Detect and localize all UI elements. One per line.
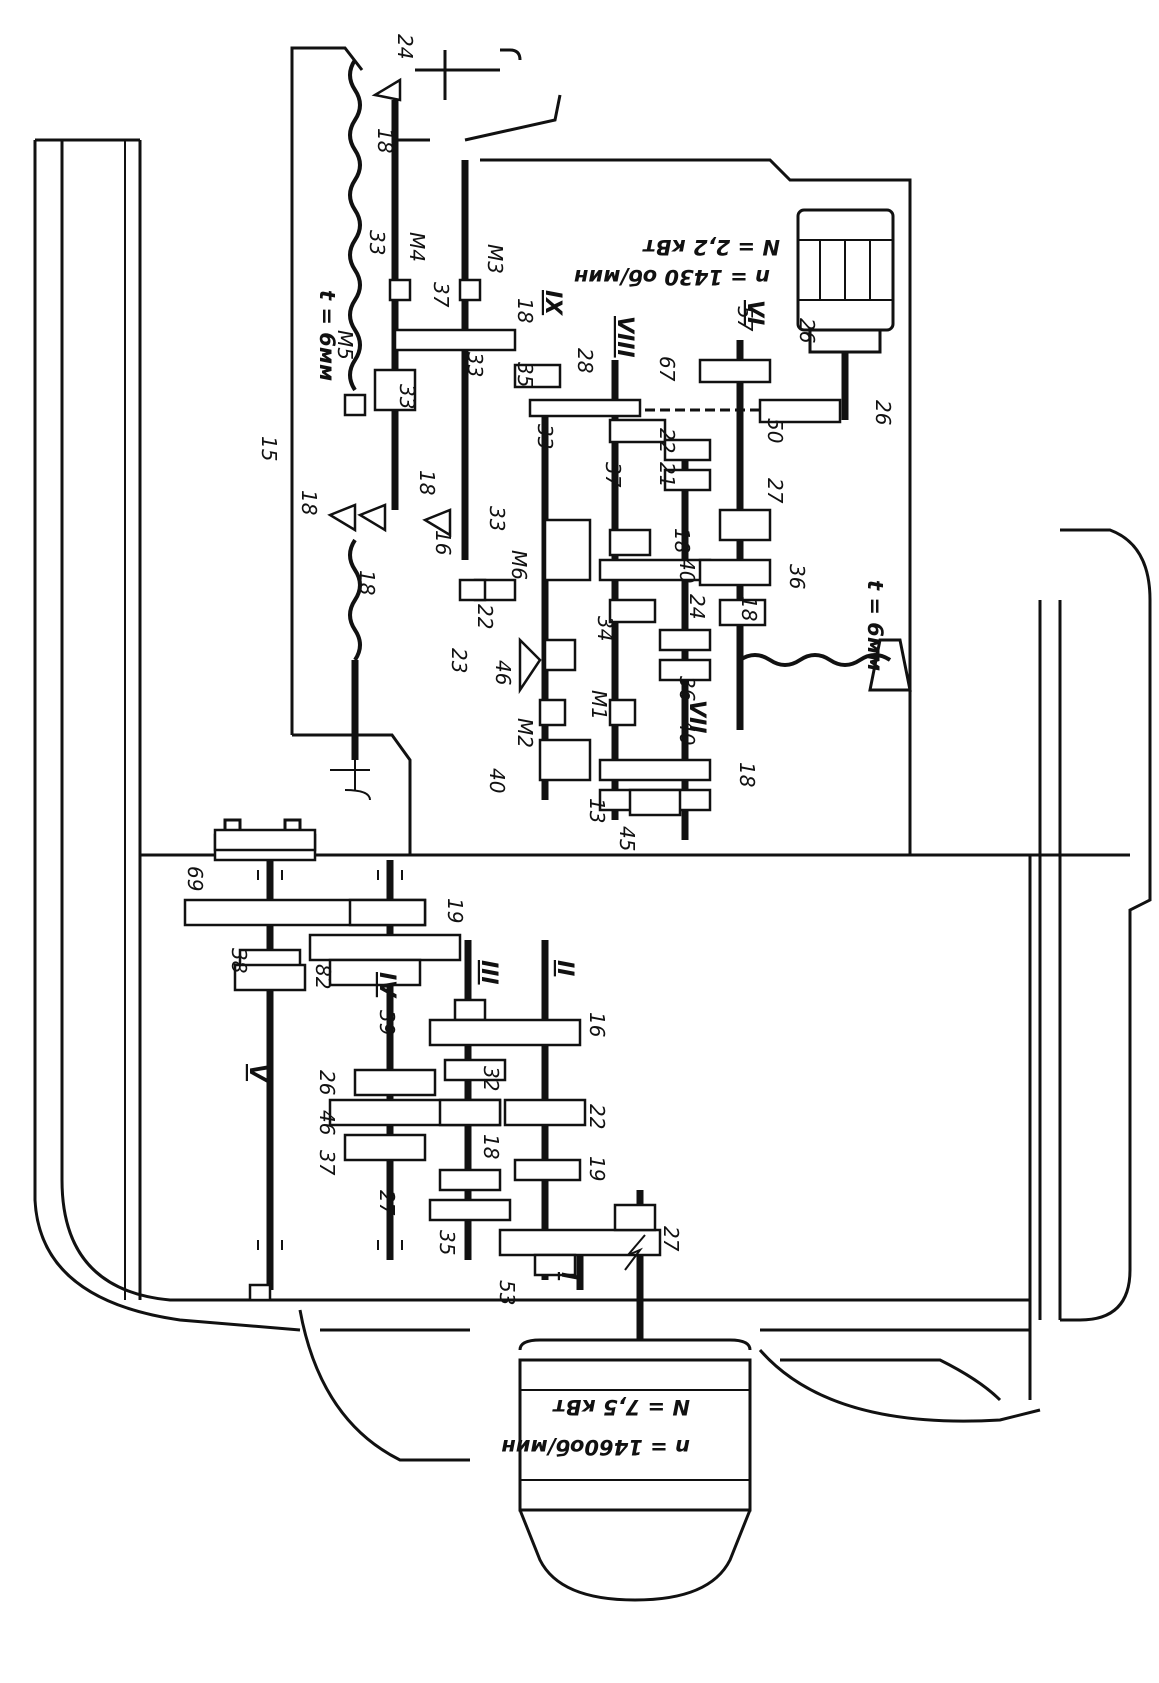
label-67: 67 — [655, 356, 679, 382]
label-35a: 35 — [513, 362, 537, 387]
label-33d: 33 — [533, 424, 557, 449]
label-23: 23 — [447, 648, 471, 673]
shaft-label-III: III — [476, 960, 501, 985]
label-24b: 24 — [685, 594, 709, 619]
label-27b: 27 — [375, 1190, 399, 1216]
label-33b: 33 — [463, 352, 487, 377]
label-26c: 26 — [315, 1070, 339, 1095]
label-40b: 40 — [675, 720, 699, 745]
label-45: 45 — [615, 826, 639, 851]
label-26a: 26 — [795, 318, 819, 343]
main-motor-power: N = 7,5 кВт — [551, 1395, 690, 1419]
shaft-label-IV: IV — [374, 972, 399, 999]
label-26b: 26 — [871, 400, 895, 425]
label-15: 15 — [257, 436, 281, 461]
label-57: 57 — [733, 306, 757, 332]
label-16a: 16 — [431, 530, 455, 555]
lead-screws: t = 6мм t = 6мм — [315, 58, 912, 801]
label-22b: 22 — [473, 604, 497, 629]
label-33c: 33 — [395, 384, 419, 409]
shaft-label-IX: IX — [540, 290, 565, 316]
main-motor: N = 7,5 кВт n = 1460об/мин — [501, 1338, 752, 1602]
shaft-labels: I II III IV V VI VII VIII IX — [244, 290, 767, 1280]
label-37c: 37 — [315, 1150, 339, 1176]
label-46a: 46 — [491, 660, 515, 685]
machine-body — [33, 46, 1152, 1462]
label-82: 82 — [311, 964, 335, 989]
clutch-labels: M1 M2 M3 M4 M5 M6 — [333, 232, 611, 748]
label-36b: 36 — [675, 676, 699, 701]
label-18b: 18 — [513, 298, 537, 323]
feed-motor: N = 2,2 кВт n = 1430 об/мин — [574, 208, 895, 420]
label-37b: 37 — [601, 462, 625, 488]
label-40a: 40 — [675, 558, 699, 583]
gear-labels: 24 18 33 37 18 33 33 35 28 67 57 26 26 5… — [183, 34, 895, 1305]
label-19a: 19 — [443, 898, 467, 923]
label-32: 32 — [479, 1066, 503, 1091]
clutch-label-M4: M4 — [405, 232, 429, 262]
label-16b: 16 — [585, 1012, 609, 1037]
label-18d: 18 — [297, 490, 321, 515]
label-21: 21 — [655, 462, 679, 487]
label-18h: 18 — [735, 762, 759, 787]
label-53: 53 — [495, 1280, 519, 1305]
clutch-label-M6: M6 — [507, 550, 531, 580]
shaft-label-II: II — [552, 960, 577, 976]
label-18e: 18 — [670, 528, 694, 553]
clutch-label-M3: M3 — [483, 244, 507, 274]
feed-gears — [373, 328, 842, 817]
label-40c: 40 — [485, 768, 509, 793]
label-34: 34 — [593, 616, 617, 641]
label-22c: 22 — [585, 1104, 609, 1129]
label-18c: 18 — [415, 470, 439, 495]
label-18a: 18 — [373, 128, 397, 153]
pitch-top: t = 6мм — [315, 290, 339, 381]
label-50: 50 — [763, 418, 787, 443]
clutch-label-M2: M2 — [513, 718, 537, 748]
label-18f: 18 — [737, 596, 761, 621]
label-27c: 27 — [659, 1226, 683, 1252]
label-33e: 33 — [485, 506, 509, 531]
shaft-label-VII: VII — [684, 700, 709, 733]
shaft-label-VIII: VIII — [612, 316, 637, 358]
label-69: 69 — [183, 866, 207, 891]
label-39: 39 — [375, 1010, 399, 1035]
label-35b: 35 — [435, 1230, 459, 1255]
clutch-label-M5: M5 — [333, 330, 357, 360]
label-22a: 22 — [655, 428, 679, 453]
clutch-label-M1: M1 — [587, 690, 611, 720]
label-46b: 46 — [315, 1110, 339, 1135]
label-28: 28 — [573, 348, 597, 373]
label-19b: 19 — [585, 1156, 609, 1181]
feed-motor-power: N = 2,2 кВт — [641, 235, 780, 259]
label-33a: 33 — [365, 230, 389, 255]
shaft-label-VI: VI — [742, 300, 767, 325]
label-38: 38 — [227, 948, 251, 973]
label-18g: 18 — [355, 570, 379, 595]
bevel-gears — [327, 48, 637, 727]
feed-motor-speed: n = 1430 об/мин — [574, 265, 770, 289]
pitch-bottom: t = 6мм — [863, 580, 887, 671]
shaft-label-V: V — [244, 1064, 269, 1083]
main-motor-speed: n = 1460об/мин — [501, 1435, 690, 1459]
label-37: 37 — [429, 282, 453, 308]
label-13: 13 — [585, 798, 609, 823]
main-gears — [183, 818, 662, 1302]
shaft-label-I: I — [556, 1272, 581, 1280]
label-18i: 18 — [479, 1134, 503, 1159]
label-24top: 24 — [393, 34, 417, 59]
label-36a: 36 — [785, 564, 809, 589]
label-27a: 27 — [763, 478, 787, 504]
